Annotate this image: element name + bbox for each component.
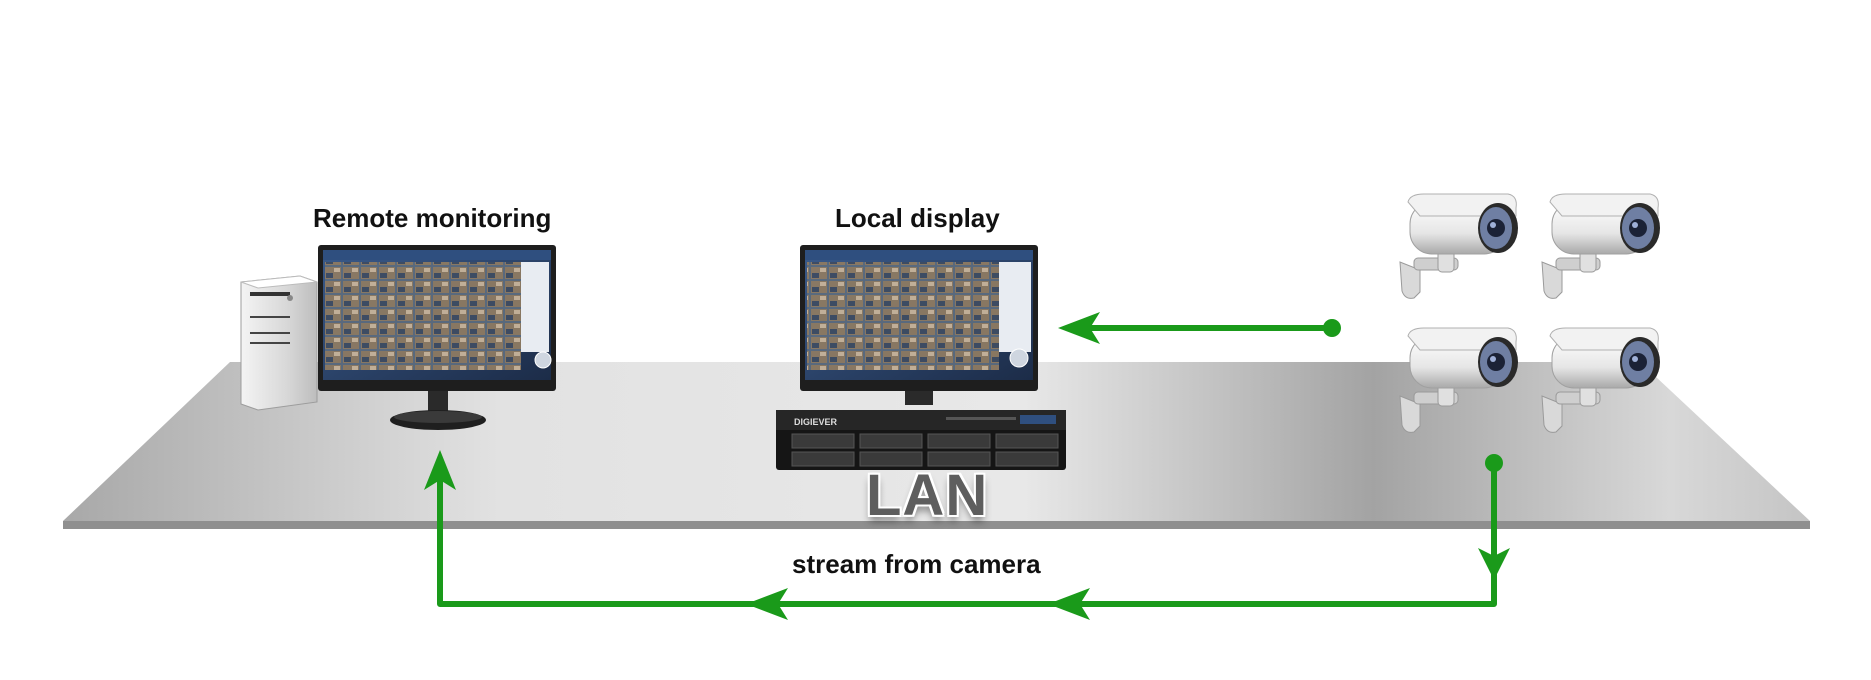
- stream-label: stream from camera: [792, 549, 1041, 579]
- arrowhead-left: [1058, 312, 1100, 344]
- arrowhead-up: [424, 450, 456, 490]
- arrowhead-down: [1478, 548, 1510, 580]
- arrow-origin-dot: [1485, 454, 1503, 472]
- arrow-camera-to-remote: [437, 463, 1497, 607]
- arrowhead-left: [746, 588, 788, 620]
- pc-tower-icon: [240, 275, 318, 411]
- local-monitor-icon: [800, 245, 1038, 405]
- nvr-recorder-icon: DIGIEVER: [776, 410, 1066, 470]
- local-display-label: Local display: [835, 203, 1000, 233]
- remote-monitor-icon: [318, 245, 556, 430]
- nvr-brand-text: DIGIEVER: [794, 417, 838, 427]
- arrow-origin-dot: [1323, 319, 1341, 337]
- lan-label: LAN: [866, 463, 989, 528]
- remote-monitoring-label: Remote monitoring: [313, 203, 552, 233]
- arrowhead-left: [1048, 588, 1090, 620]
- stream-arrows: [424, 312, 1510, 620]
